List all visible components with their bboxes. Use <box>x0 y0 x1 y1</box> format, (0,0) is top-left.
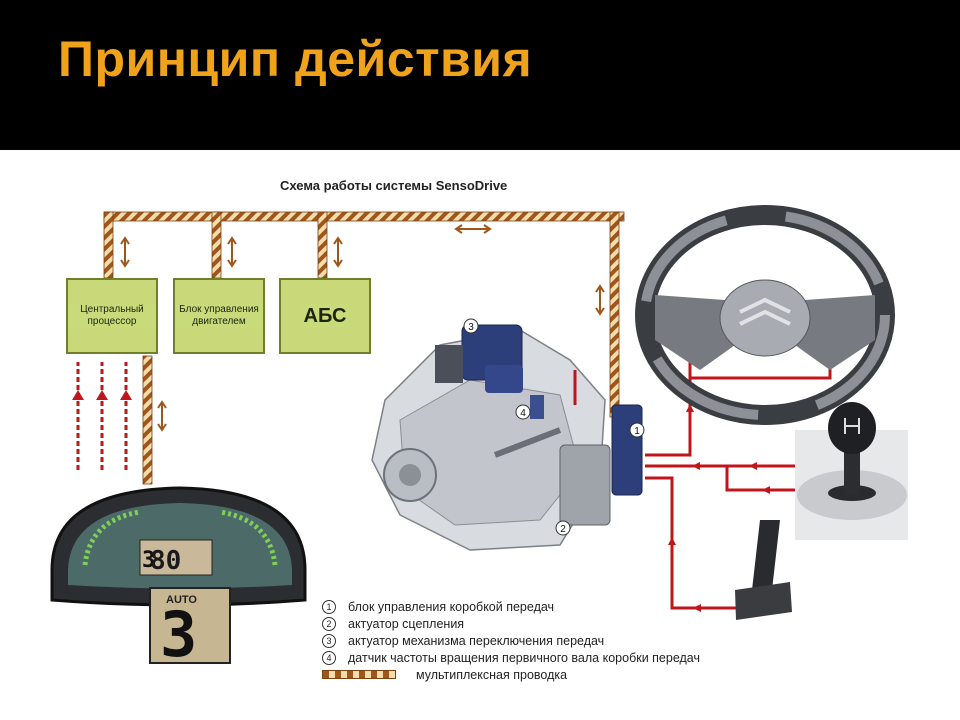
sensor-input-lines <box>76 362 128 470</box>
legend-item-wiring: мультиплексная проводка <box>322 666 700 683</box>
steering-wheel-image <box>635 205 895 425</box>
legend: 1 блок управления коробкой передач 2 акт… <box>322 598 700 683</box>
dashboard-image <box>50 486 307 664</box>
header-bar <box>0 0 960 150</box>
legend-text: датчик частоты вращения первичного вала … <box>348 650 700 665</box>
gear-lever-image <box>795 402 908 540</box>
legend-num: 2 <box>322 616 336 631</box>
callout-2: 2 <box>560 524 566 535</box>
dashboard-gear-small: 3 <box>142 548 156 573</box>
legend-item: 2 актуатор сцепления <box>322 615 700 632</box>
legend-text: блок управления коробкой передач <box>348 599 555 614</box>
ecu-central-processor-label: Центральный процессор <box>68 303 156 329</box>
callout-3: 3 <box>468 322 474 333</box>
legend-num: 3 <box>322 633 336 648</box>
callout-4: 4 <box>520 408 526 419</box>
multiplex-arrows <box>120 224 605 432</box>
pedal-image <box>735 520 792 620</box>
dashboard-auto-label: AUTO <box>166 594 197 606</box>
ecu-engine-control-label: Блок управления двигателем <box>175 303 263 329</box>
legend-text: актуатор механизма переключения передач <box>348 633 605 648</box>
legend-item: 1 блок управления коробкой передач <box>322 598 700 615</box>
ecu-central-processor: Центральный процессор <box>66 278 158 354</box>
legend-wiring-text: мультиплексная проводка <box>416 667 568 682</box>
legend-num: 1 <box>322 599 336 614</box>
ecu-engine-control: Блок управления двигателем <box>173 278 265 354</box>
callout-markers <box>463 318 645 536</box>
callout-1: 1 <box>634 426 640 437</box>
dashboard-gear-big: 3 <box>160 598 198 671</box>
diagram-title: Схема работы системы SensoDrive <box>280 178 508 193</box>
legend-text: актуатор сцепления <box>348 616 465 631</box>
ecu-abs: АБС <box>279 278 371 354</box>
legend-num: 4 <box>322 650 336 665</box>
legend-item: 4 датчик частоты вращения первичного вал… <box>322 649 700 666</box>
ecu-abs-label: АБС <box>301 303 349 329</box>
gearbox-image <box>371 324 643 551</box>
dashboard-speed: 80 <box>150 546 182 576</box>
multiplex-wiring-swatch <box>322 670 396 679</box>
legend-item: 3 актуатор механизма переключения переда… <box>322 632 700 649</box>
page-title: Принцип действия <box>58 31 533 87</box>
